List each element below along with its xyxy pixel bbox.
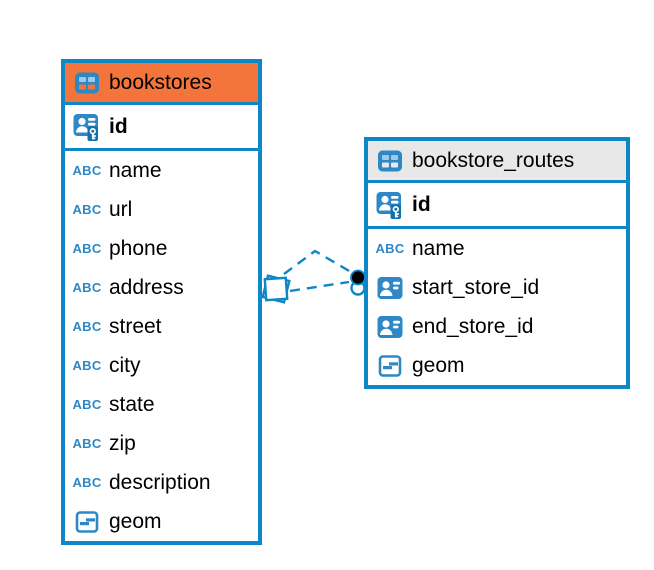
column-row[interactable]: ABC url <box>65 190 258 229</box>
primary-key-icon <box>376 190 404 220</box>
table-header-bookstore-routes[interactable]: bookstore_routes <box>368 141 626 183</box>
text-type-icon: ABC <box>72 319 102 334</box>
table-bookstores[interactable]: bookstores id <box>61 59 262 545</box>
column-row[interactable]: ABC state <box>65 385 258 424</box>
relationship-target-marker <box>350 269 366 296</box>
column-row-pk[interactable]: id <box>65 105 258 151</box>
column-name: geom <box>412 353 465 377</box>
relationship-line-lower <box>289 280 350 293</box>
column-row[interactable]: ABC description <box>65 463 258 502</box>
geometry-type-icon <box>73 510 101 534</box>
column-name: city <box>109 353 141 377</box>
reference-type-icon <box>376 276 404 300</box>
text-type-icon: ABC <box>375 241 405 256</box>
column-row[interactable]: ABC name <box>368 229 626 268</box>
column-row[interactable]: geom <box>65 502 258 541</box>
primary-key-icon <box>73 112 101 142</box>
table-bookstore-routes[interactable]: bookstore_routes id <box>364 137 630 389</box>
text-type-icon: ABC <box>72 397 102 412</box>
column-name: id <box>412 192 431 216</box>
text-type-icon: ABC <box>72 241 102 256</box>
column-row[interactable]: ABC street <box>65 307 258 346</box>
column-name: name <box>109 158 162 182</box>
column-list: ABC name ABC url ABC phone ABC address A… <box>65 151 258 541</box>
table-header-bookstores[interactable]: bookstores <box>65 63 258 105</box>
column-name: phone <box>109 236 168 260</box>
column-name: geom <box>109 509 162 533</box>
column-row[interactable]: ABC address <box>65 268 258 307</box>
text-type-icon: ABC <box>72 436 102 451</box>
column-row[interactable]: ABC name <box>65 151 258 190</box>
column-name: address <box>109 275 184 299</box>
relationship-source-marker <box>261 274 291 304</box>
reference-type-icon <box>376 315 404 339</box>
column-row[interactable]: ABC phone <box>65 229 258 268</box>
column-name: start_store_id <box>412 275 540 299</box>
column-name: state <box>109 392 155 416</box>
text-type-icon: ABC <box>72 358 102 373</box>
column-row[interactable]: geom <box>368 346 626 385</box>
text-type-icon: ABC <box>72 280 102 295</box>
text-type-icon: ABC <box>72 163 102 178</box>
text-type-icon: ABC <box>72 475 102 490</box>
column-row[interactable]: start_store_id <box>368 268 626 307</box>
column-name: street <box>109 314 162 338</box>
column-list: ABC name start_store_id <box>368 229 626 385</box>
column-name: url <box>109 197 133 221</box>
column-name: zip <box>109 431 136 455</box>
column-row-pk[interactable]: id <box>368 183 626 229</box>
geometry-type-icon <box>376 354 404 378</box>
column-name: description <box>109 470 211 494</box>
column-name: id <box>109 114 128 138</box>
column-name: name <box>412 236 465 260</box>
relationship-line-upper <box>283 249 352 275</box>
table-icon <box>376 149 404 173</box>
column-name: end_store_id <box>412 314 534 338</box>
column-row[interactable]: ABC city <box>65 346 258 385</box>
text-type-icon: ABC <box>72 202 102 217</box>
column-row[interactable]: end_store_id <box>368 307 626 346</box>
table-name: bookstore_routes <box>412 148 575 172</box>
column-row[interactable]: ABC zip <box>65 424 258 463</box>
table-name: bookstores <box>109 70 212 94</box>
table-icon <box>73 71 101 95</box>
